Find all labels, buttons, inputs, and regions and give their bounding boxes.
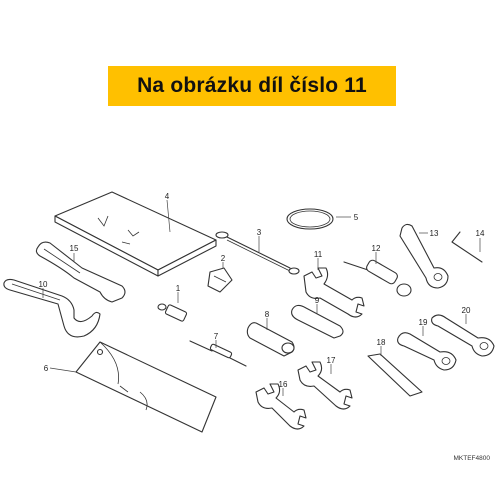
callout-12: 12 [372,244,381,253]
part-10-pin-spanner [3,278,101,338]
callout-10: 10 [39,280,48,289]
banner-text: Na obrázku díl číslo 11 [137,74,367,97]
callout-18: 18 [377,338,386,347]
callout-9: 9 [315,296,320,305]
callout-14: 14 [476,229,485,238]
diagram-code: MKTEF4800 [454,455,491,462]
part-7-screwdriver [189,340,247,367]
callout-4: 4 [165,192,170,201]
callout-2: 2 [221,254,226,263]
callout-5: 5 [354,213,359,222]
part-12-socket-wrench [343,252,412,297]
part-number-banner: Na obrázku díl číslo 11 [108,66,396,106]
callout-19: 19 [419,318,428,327]
callout-16: 16 [279,380,288,389]
part-11-open-end-wrench [303,258,365,318]
callout-7: 7 [214,332,219,341]
callout-15: 15 [70,244,79,253]
part-6-tool-bag [49,341,217,433]
part-9-wrench [291,304,344,339]
part-3-cable [215,231,300,275]
part-5-o-ring [286,208,351,230]
callout-13: 13 [430,229,439,238]
part-19-box-wrench [397,326,457,371]
part-14-hex-key [451,231,483,263]
callout-6: 6 [44,364,49,373]
callout-20: 20 [462,306,471,315]
part-1-socket [157,292,188,322]
part-17-double-wrench [297,361,353,410]
callout-1: 1 [176,284,181,293]
part-20-box-wrench [431,314,495,357]
callout-3: 3 [257,228,262,237]
callout-17: 17 [327,356,336,365]
callout-11: 11 [314,250,323,259]
part-16-double-wrench [255,383,307,430]
callout-8: 8 [265,310,270,319]
part-2-bit-holder [207,262,233,293]
part-15-handle [35,241,126,303]
part-18-flat-bar [367,346,423,397]
part-8-box-socket [246,318,295,357]
part-13-wrench [399,223,449,289]
part-4-document-bag [54,191,217,277]
